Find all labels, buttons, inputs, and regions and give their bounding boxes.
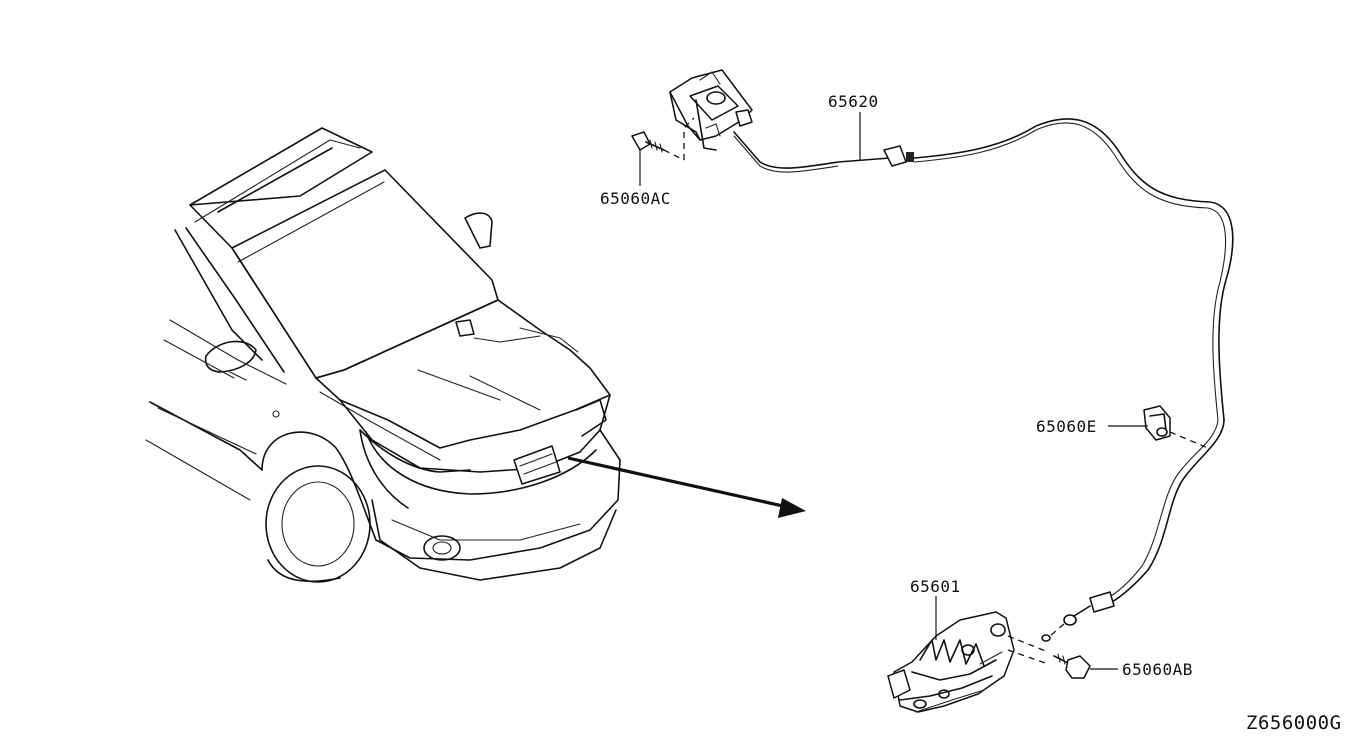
hood-lock [887, 611, 1049, 713]
release-cable [733, 118, 1234, 642]
emblem [513, 445, 561, 485]
lever-screw [631, 117, 695, 161]
pointer-arrow [567, 456, 806, 518]
figure-code: Z656000G [1246, 712, 1342, 734]
vehicle-illustration [145, 127, 621, 583]
callout-lock: 65601 [910, 577, 961, 596]
callout-lever-screw: 65060AC [600, 189, 671, 208]
lock-screw [1053, 653, 1091, 679]
callout-lock-screw: 65060AB [1122, 660, 1193, 679]
leader-lines [639, 112, 1148, 670]
cable-clip [1143, 405, 1209, 449]
callout-cable: 65620 [828, 92, 879, 111]
callout-clip: 65060E [1036, 417, 1097, 436]
